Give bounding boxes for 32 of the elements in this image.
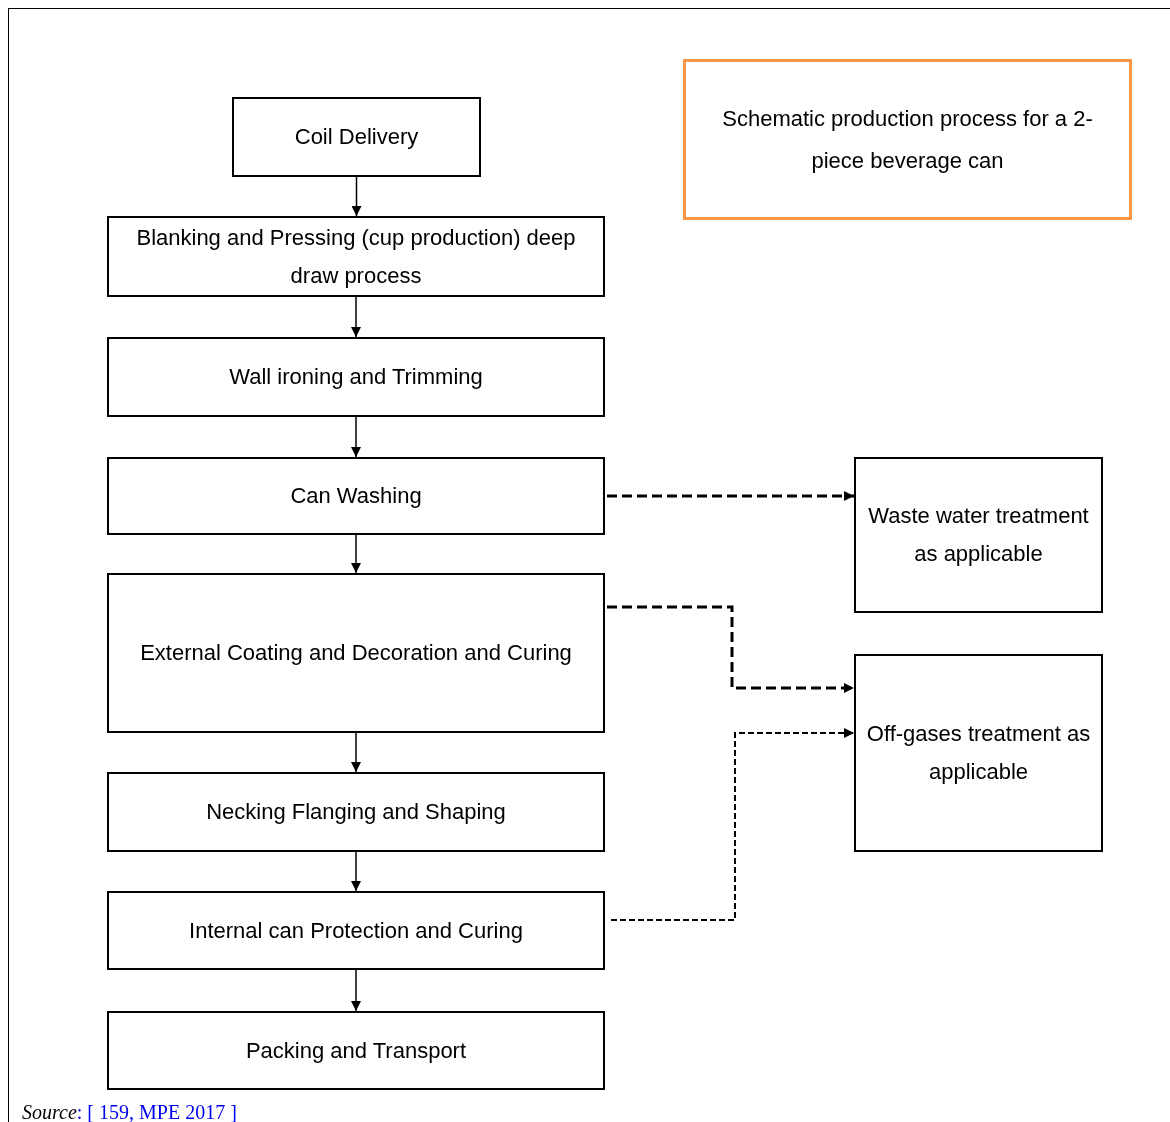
box-text: Internal can Protection and Curing [189,916,523,945]
arrow [351,732,361,773]
dashed-arrow [607,491,854,501]
source-caption: Source: [ 159, MPE 2017 ] [22,1100,237,1122]
process-box [107,573,605,733]
process-box [854,654,1103,852]
arrow [351,851,361,892]
dashed-arrow [610,728,855,921]
box-text: Waste water treatment as applicable [867,502,1090,568]
box-text: Off-gases treatment as applicable [865,720,1092,786]
arrow [351,969,361,1012]
process-box [107,337,605,417]
arrow [351,176,362,217]
box-text: Coil Delivery [294,123,419,151]
box-text: Necking Flanging and Shaping [206,798,506,826]
box-text: Can Washing [290,482,422,510]
arrow [351,534,361,574]
box-text: Wall ironing and Trimming [229,363,483,391]
process-box [107,772,605,852]
title-box: Schematic production process for a 2-piece beverage can [683,59,1132,220]
dashed-arrow [607,605,854,693]
arrow [351,296,361,338]
process-box [107,216,605,297]
box-text: External Coating and Decoration and Curing [140,639,572,667]
arrow [351,416,361,458]
box-text: Packing and Transport [245,1036,467,1065]
process-box [854,457,1103,613]
process-box [232,97,481,177]
process-box [107,457,605,535]
process-box [107,1011,605,1090]
process-box [107,891,605,970]
box-text: Blanking and Pressing (cup production) deep draw process [135,223,577,290]
